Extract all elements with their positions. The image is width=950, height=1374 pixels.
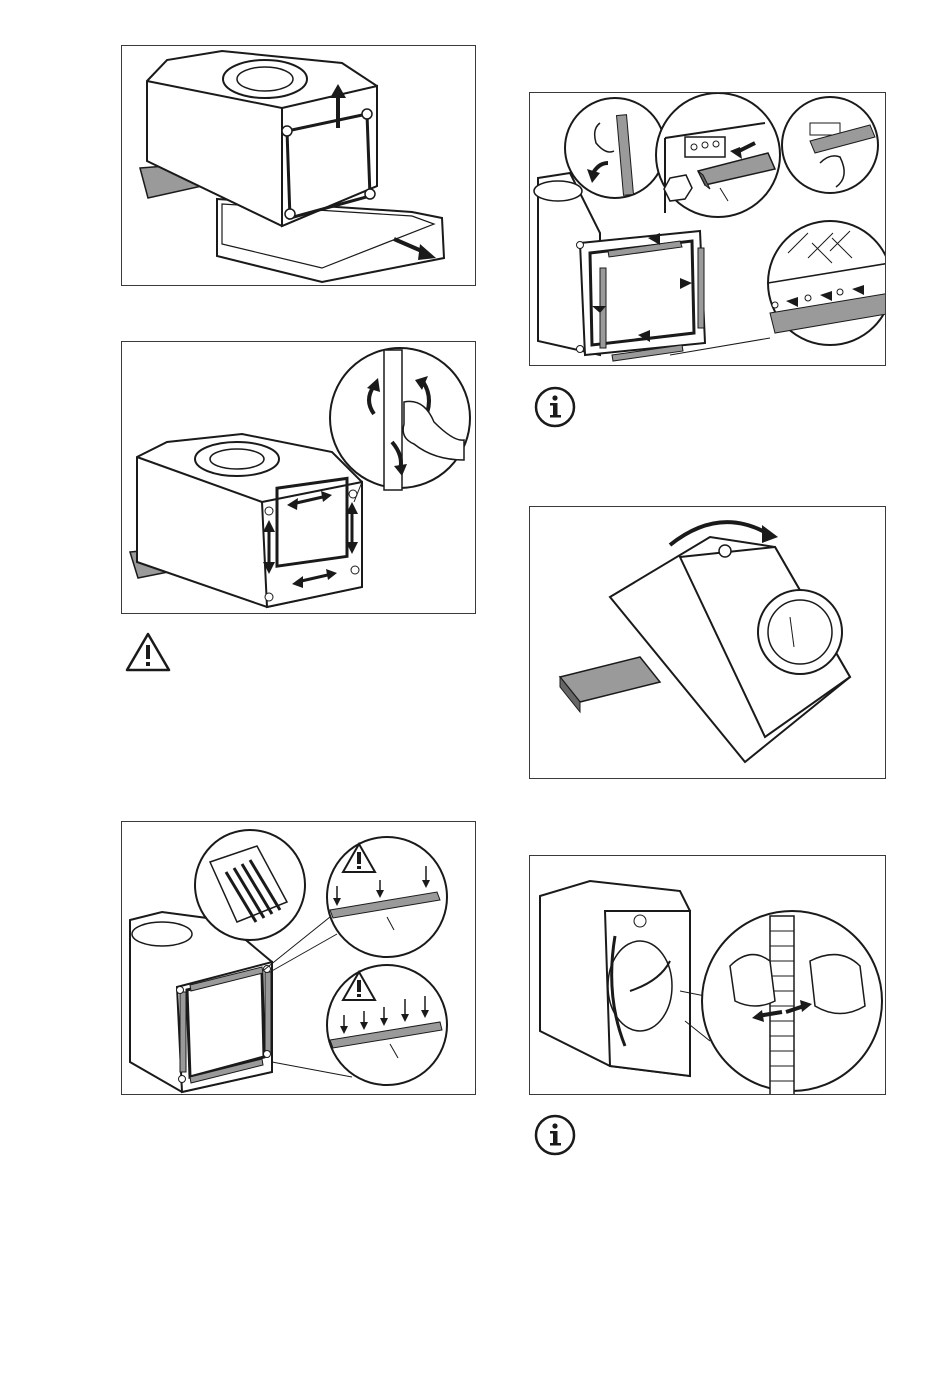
figure-fit-strips [121,821,476,1095]
insert-profiles-illustration [530,93,886,366]
figure-remove-screws [121,341,476,614]
unscrew-illustration [122,342,476,614]
tilt-machine-illustration [530,507,886,779]
figure-tilt-machine [529,506,886,779]
release-hose-illustration [530,856,886,1095]
warning-triangle-icon [124,631,172,673]
figure-insert-profiles [529,92,886,366]
adhesive-strips-illustration [122,822,476,1095]
figure-release-hose [529,855,886,1095]
figure-remove-base [121,45,476,286]
info-circle-icon [534,1114,576,1156]
lift-and-slide-illustration [122,46,476,286]
info-circle-icon [534,386,576,428]
